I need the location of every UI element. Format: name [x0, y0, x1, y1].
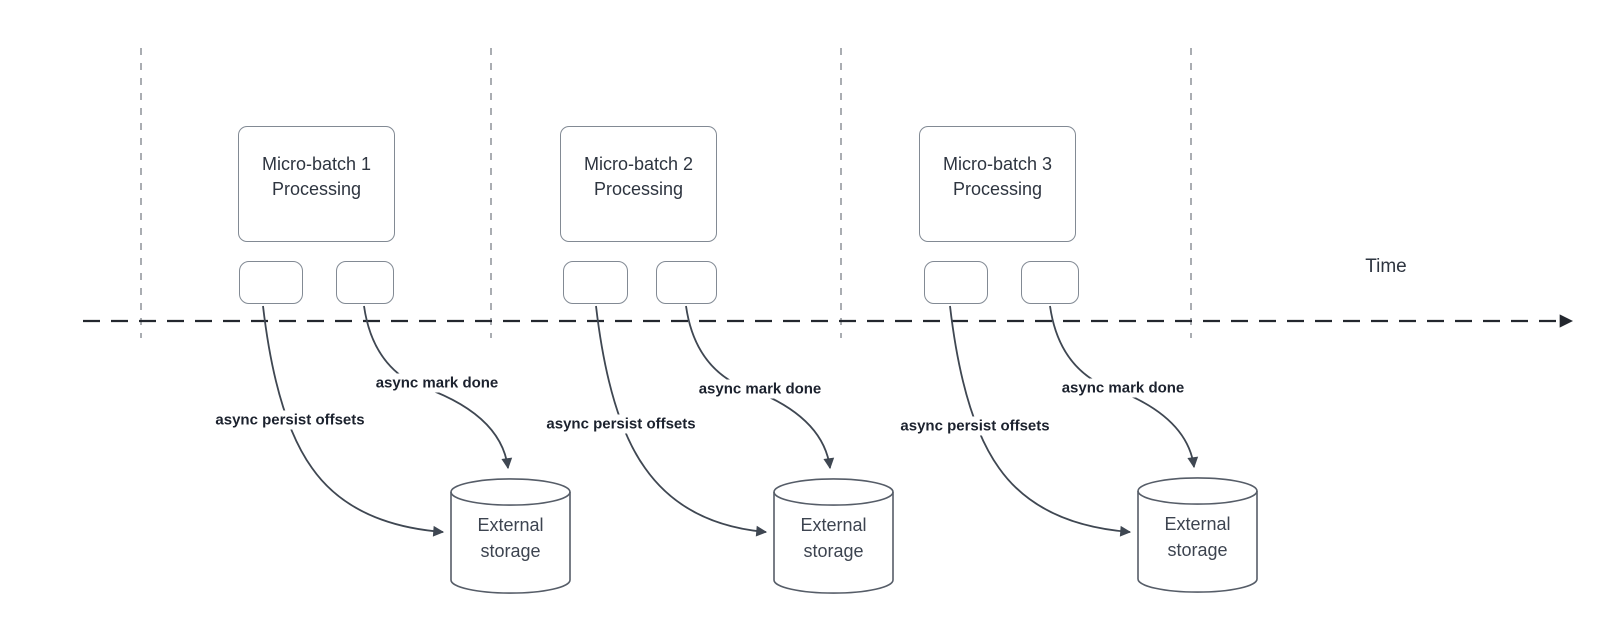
- cylinder-shape-icon: [773, 478, 894, 594]
- storage-label-1: External storage: [477, 515, 544, 562]
- sub-task-box-1b: [336, 261, 394, 304]
- mark-done-label-1: async mark done: [372, 373, 502, 393]
- external-storage-cylinder-1: External storage: [450, 478, 571, 594]
- micro-batch-2-title-line1: Micro-batch 2: [583, 154, 694, 175]
- micro-batch-1-title-line2: Processing: [271, 179, 362, 199]
- micro-batch-2-box: Micro-batch 2 Processing: [560, 126, 717, 242]
- mark-done-label-3: async mark done: [1058, 378, 1188, 398]
- storage-label-2: External storage: [800, 515, 867, 562]
- cylinder-shape-icon: [450, 478, 571, 594]
- micro-batch-1-title-line1: Micro-batch 1: [261, 154, 372, 175]
- persist-offsets-arrow-3: [949, 305, 1132, 537]
- sub-task-box-3b: [1021, 261, 1079, 304]
- sub-task-box-2b: [656, 261, 717, 304]
- micro-batch-2-title-line2: Processing: [593, 179, 684, 199]
- sub-task-box-1a: [239, 261, 303, 304]
- persist-offsets-label-1: async persist offsets: [212, 410, 368, 430]
- micro-batch-3-title-line2: Processing: [952, 179, 1043, 199]
- micro-batch-3-box: Micro-batch 3 Processing: [919, 126, 1076, 242]
- cylinder-shape-icon: [1137, 477, 1258, 593]
- persist-offsets-arrow-1: [262, 305, 445, 537]
- sub-task-box-3a: [924, 261, 988, 304]
- micro-batch-3-title-line1: Micro-batch 3: [942, 154, 1053, 175]
- persist-offsets-label-3: async persist offsets: [897, 416, 1053, 436]
- persist-offsets-label-2: async persist offsets: [543, 414, 699, 434]
- micro-batch-1-box: Micro-batch 1 Processing: [238, 126, 395, 242]
- persist-offsets-arrow-2: [595, 305, 768, 537]
- mark-done-label-2: async mark done: [695, 379, 825, 399]
- external-storage-cylinder-3: External storage: [1137, 477, 1258, 593]
- sub-task-box-2a: [563, 261, 628, 304]
- time-label: Time: [1365, 256, 1407, 277]
- external-storage-cylinder-2: External storage: [773, 478, 894, 594]
- storage-label-3: External storage: [1164, 514, 1231, 561]
